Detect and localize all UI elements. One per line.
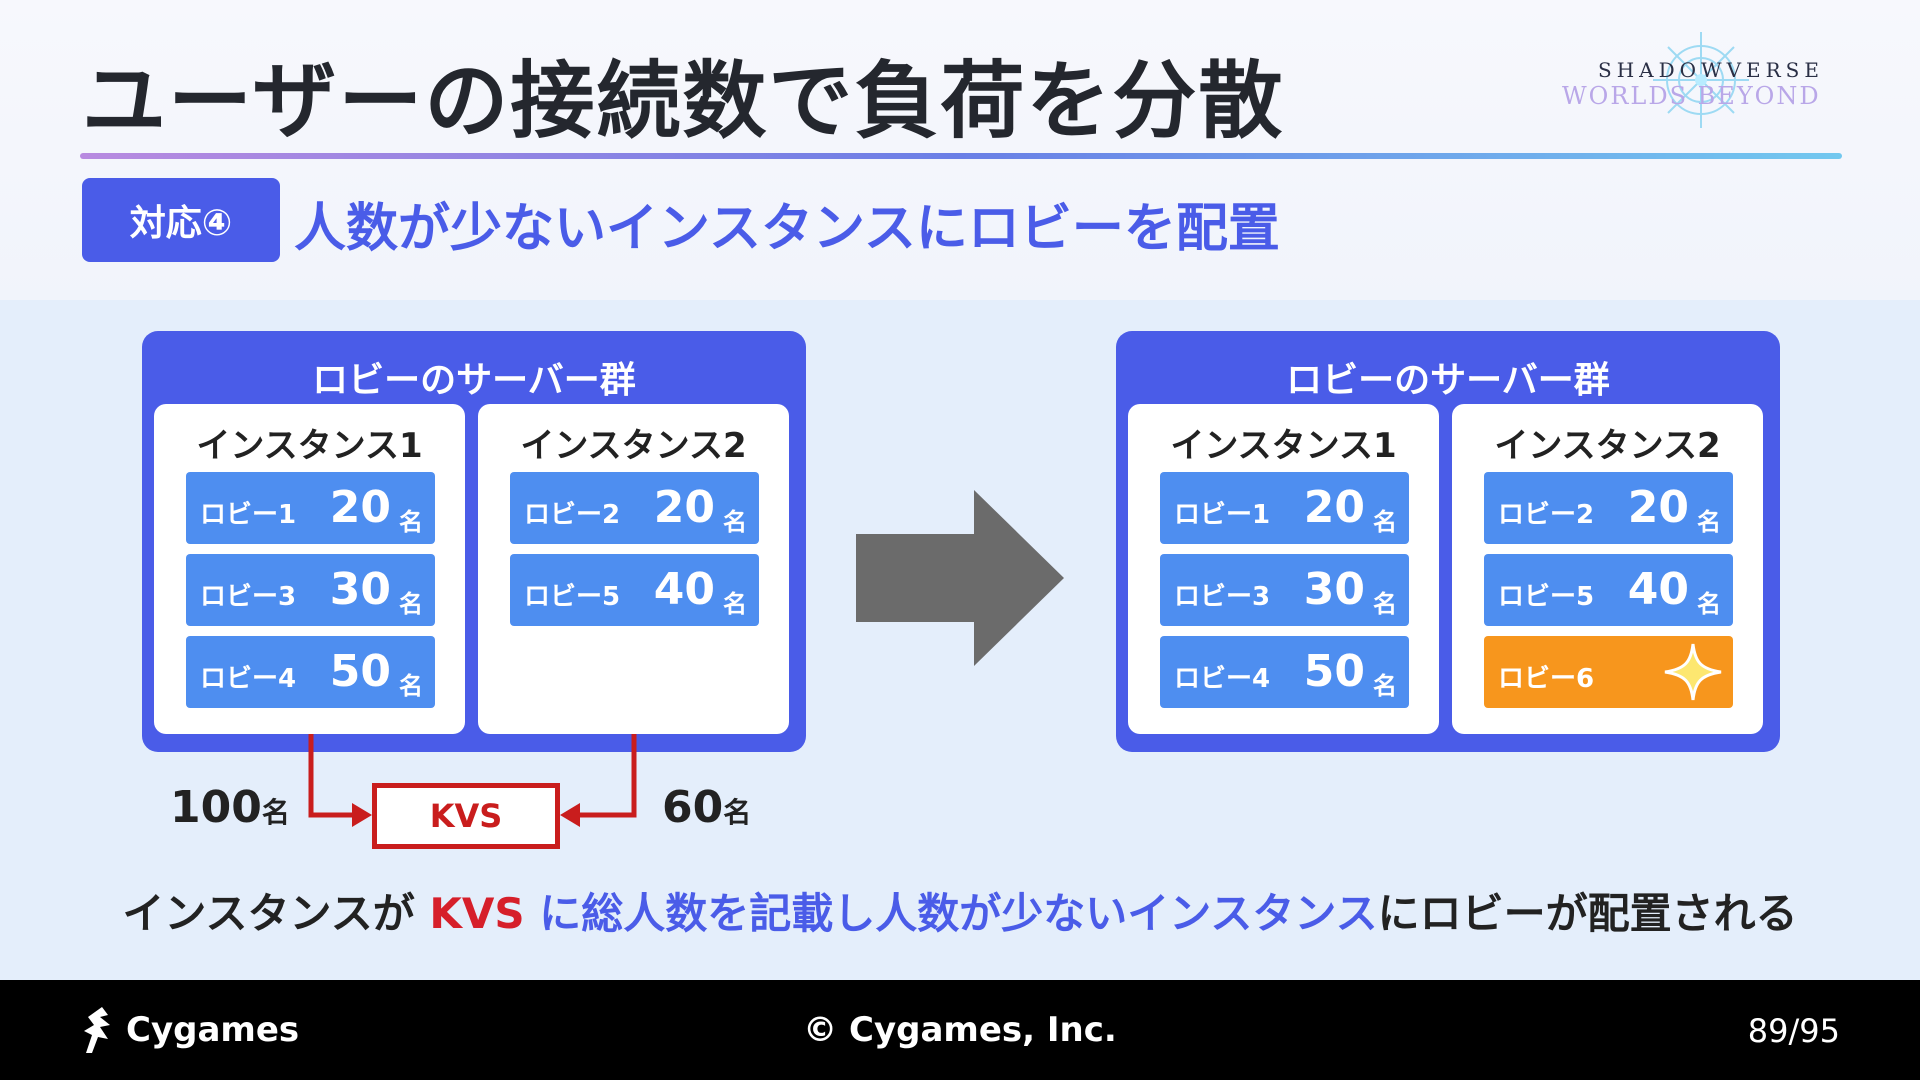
summary-part4: にロビーが配置される <box>1377 889 1798 938</box>
header: ユーザーの接続数で負荷を分散 SHADOWVERSE WORLDS BEYOND… <box>0 0 1920 300</box>
summary-kvs: KVS <box>429 889 525 938</box>
instance-1-after: インスタンス1 ロビー1 20 名 ロビー3 30 名 ロビー4 50 名 <box>1128 404 1439 734</box>
summary-part1: インスタンスが <box>122 889 430 938</box>
lobby-unit: 名 <box>399 590 423 618</box>
cygames-logo-icon <box>84 1007 110 1053</box>
lobby-label: ロビー5 <box>1498 582 1595 612</box>
lobby-unit: 名 <box>1373 590 1397 618</box>
lobby-card: ロビー1 20 名 <box>186 472 435 544</box>
panel-title: ロビーのサーバー群 <box>1286 360 1610 401</box>
total-unit: 名 <box>261 796 290 829</box>
lobby-count: 20 <box>1627 482 1689 533</box>
lobby-server-group-after: ロビーのサーバー群 インスタンス1 ロビー1 20 名 ロビー3 30 名 ロビ… <box>1116 331 1780 752</box>
lobby-unit: 名 <box>723 590 747 618</box>
lobby-card: ロビー4 50 名 <box>1160 636 1409 708</box>
lobby-label: ロビー6 <box>1498 664 1595 694</box>
lobby-unit: 名 <box>399 508 423 536</box>
lobby-label: ロビー1 <box>1174 500 1271 530</box>
lobby-server-group-before: ロビーのサーバー群 インスタンス1 ロビー1 20 名 ロビー3 30 名 ロビ… <box>142 331 806 752</box>
lobby-label: ロビー3 <box>1174 582 1271 612</box>
lobby-count: 30 <box>329 564 391 615</box>
lobby-label: ロビー2 <box>524 500 621 530</box>
sparkle-icon <box>1664 643 1722 701</box>
step-tag: 対応④ <box>82 178 280 262</box>
lobby-unit: 名 <box>399 672 423 700</box>
lobby-card: ロビー5 40 名 <box>1484 554 1733 626</box>
lobby-label: ロビー2 <box>1498 500 1595 530</box>
lobby-card: ロビー5 40 名 <box>510 554 759 626</box>
total-unit: 名 <box>723 796 752 829</box>
shadowverse-logo: SHADOWVERSE WORLDS BEYOND <box>1558 28 1844 132</box>
brand-name: Cygames <box>126 1010 300 1050</box>
lobby-card: ロビー2 20 名 <box>1484 472 1733 544</box>
logo-line2: WORLDS BEYOND <box>1562 82 1821 110</box>
summary-part3: 人数が少ないインスタンス <box>875 889 1378 938</box>
lobby-count: 20 <box>653 482 715 533</box>
lobby-count: 40 <box>1627 564 1689 615</box>
lobby-count: 50 <box>1303 646 1365 697</box>
logo-emblem-icon <box>1653 32 1749 128</box>
logo-line1: SHADOWVERSE <box>1598 58 1824 82</box>
right-arrow-icon <box>856 490 1064 666</box>
lobby-card: ロビー1 20 名 <box>1160 472 1409 544</box>
subtitle: 人数が少ないインスタンスにロビーを配置 <box>294 199 1280 259</box>
title-divider <box>80 153 1842 159</box>
lobby-label: ロビー1 <box>200 500 297 530</box>
lobby-label: ロビー4 <box>1174 664 1271 694</box>
lobby-unit: 名 <box>723 508 747 536</box>
lobby-label: ロビー5 <box>524 582 621 612</box>
lobby-card: ロビー4 50 名 <box>186 636 435 708</box>
kvs-box: KVS <box>372 783 560 849</box>
footer: Cygames © Cygames, Inc. 89/95 <box>0 980 1920 1080</box>
summary-text: インスタンスが KVS に総人数を記載し人数が少ないインスタンスにロビーが配置さ… <box>0 880 1920 941</box>
lobby-unit: 名 <box>1373 672 1397 700</box>
lobby-unit: 名 <box>1373 508 1397 536</box>
instance-title: インスタンス2 <box>520 426 747 466</box>
total-count: 60 <box>662 782 724 833</box>
summary-part2: に総人数を記載し <box>524 889 876 938</box>
instance-title: インスタンス2 <box>1494 426 1721 466</box>
lobby-label: ロビー4 <box>200 664 297 694</box>
lobby-card: ロビー2 20 名 <box>510 472 759 544</box>
panel-title: ロビーのサーバー群 <box>312 360 636 401</box>
lobby-count: 20 <box>329 482 391 533</box>
lobby-card: ロビー3 30 名 <box>1160 554 1409 626</box>
lobby-label: ロビー3 <box>200 582 297 612</box>
total-count: 100 <box>170 782 262 833</box>
instance-2-before: インスタンス2 ロビー2 20 名 ロビー5 40 名 <box>478 404 789 734</box>
lobby-card-new: ロビー6 <box>1484 636 1733 708</box>
copyright: © Cygames, Inc. <box>803 1010 1117 1050</box>
instance-title: インスタンス1 <box>1170 426 1397 466</box>
lobby-count: 30 <box>1303 564 1365 615</box>
lobby-count: 40 <box>653 564 715 615</box>
page-title: ユーザーの接続数で負荷を分散 <box>82 52 1285 150</box>
instance-2-after: インスタンス2 ロビー2 20 名 ロビー5 40 名 ロビー6 <box>1452 404 1763 734</box>
lobby-unit: 名 <box>1697 590 1721 618</box>
lobby-count: 20 <box>1303 482 1365 533</box>
instance-1-total: 100名 <box>170 782 290 833</box>
lobby-count: 50 <box>329 646 391 697</box>
instance-title: インスタンス1 <box>196 426 423 466</box>
page-number: 89/95 <box>1747 1012 1840 1050</box>
lobby-card: ロビー3 30 名 <box>186 554 435 626</box>
instance-1-before: インスタンス1 ロビー1 20 名 ロビー3 30 名 ロビー4 50 名 <box>154 404 465 734</box>
cygames-logo: Cygames <box>80 1004 299 1056</box>
lobby-unit: 名 <box>1697 508 1721 536</box>
instance-2-total: 60名 <box>662 782 751 833</box>
